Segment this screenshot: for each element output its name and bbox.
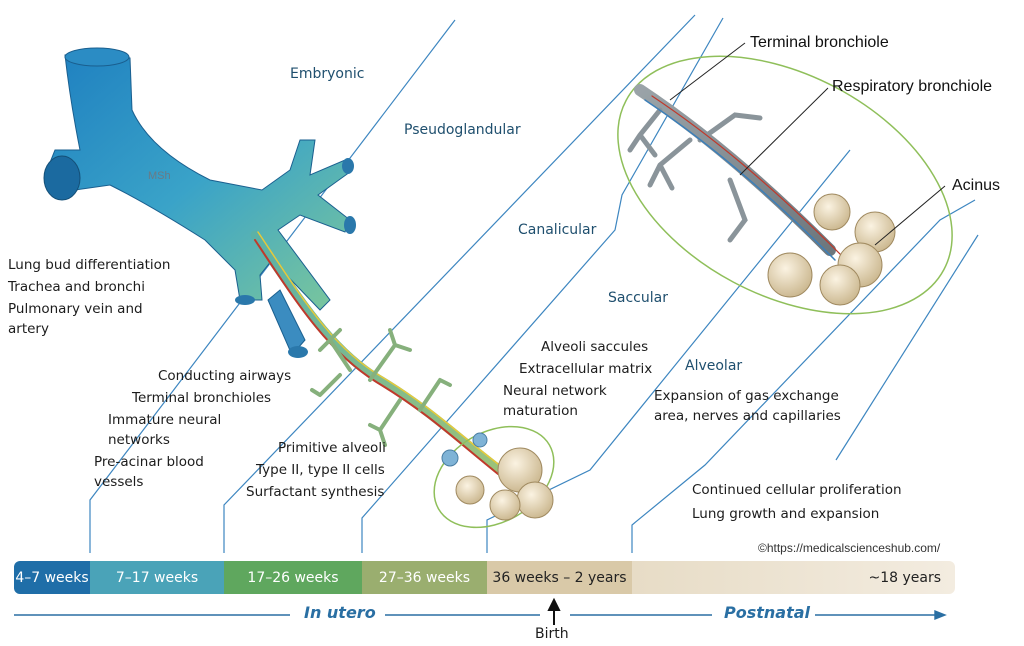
- event-item: networks: [108, 432, 170, 448]
- event-item: Neural network: [503, 383, 607, 399]
- event-item: maturation: [503, 403, 578, 419]
- stage-label-alveolar: Alveolar: [685, 358, 743, 374]
- pseudoglandular-events: Conducting airways Terminal bronchioles …: [94, 366, 300, 494]
- event-item: Lung growth and expansion: [692, 506, 880, 522]
- divider-postnatal: [835, 234, 979, 461]
- event-item: Terminal bronchioles: [132, 390, 272, 406]
- stage-label-pseudoglandular: Pseudoglandular: [404, 122, 521, 138]
- trachea-bronchi: [43, 47, 356, 358]
- birth-label: Birth: [535, 626, 569, 642]
- large-alveoli-cluster: [767, 193, 896, 306]
- timeline-label: 17–26 weeks: [247, 569, 339, 586]
- terminal-bronchiole-illustration: [627, 84, 843, 261]
- timeline-segment-embryonic: 4–7 weeks: [14, 561, 90, 594]
- stage-label-embryonic: Embryonic: [290, 66, 365, 82]
- timeline-label: 4–7 weeks: [15, 569, 89, 586]
- timeline-segment-pseudoglandular: 7–17 weeks: [90, 561, 224, 594]
- leader-terminal-bronchiole: [669, 42, 746, 101]
- acinus-ellipse-small: [433, 425, 555, 529]
- event-item: Surfactant synthesis: [246, 484, 385, 500]
- leader-acinus: [874, 185, 946, 246]
- event-item: Primitive alveoli: [278, 440, 386, 456]
- event-item: Extracellular matrix: [519, 361, 653, 377]
- timeline-label: 36 weeks – 2 years: [492, 569, 627, 586]
- timeline-segment-saccular: 27–36 weeks: [362, 561, 487, 594]
- watermark: MSh: [148, 170, 171, 182]
- timeline-segment-postnatal: ~18 years: [632, 561, 955, 594]
- source-credit: ©https://medicalscienceshub.com/: [758, 541, 941, 555]
- callout-acinus: Acinus: [952, 177, 1001, 194]
- callout-leaders: [669, 42, 946, 246]
- event-item: area, nerves and capillaries: [654, 408, 841, 424]
- canalicular-events: Primitive alveoli Type II, type II cells…: [246, 438, 416, 504]
- event-item: vessels: [94, 474, 144, 490]
- acinus-ellipse-large: [617, 55, 953, 315]
- phase-postnatal: Postnatal: [724, 603, 811, 622]
- event-item: Continued cellular proliferation: [692, 482, 902, 498]
- event-item: Trachea and bronchi: [8, 279, 145, 295]
- event-item: Pre-acinar blood: [94, 454, 204, 470]
- event-item: Pulmonary vein and: [8, 301, 143, 317]
- timeline-label: ~18 years: [868, 569, 941, 586]
- leader-respiratory-bronchiole: [739, 87, 829, 176]
- event-item: artery: [8, 321, 49, 337]
- timeline-segment-canalicular: 17–26 weeks: [224, 561, 362, 594]
- timeline-label: 7–17 weeks: [115, 569, 199, 586]
- postnatal-events: Continued cellular proliferation Lung gr…: [692, 480, 932, 526]
- timeline-segment-alveolar: 36 weeks – 2 years: [487, 561, 632, 594]
- event-item: Alveoli saccules: [541, 339, 649, 355]
- phase-arrows: [14, 609, 947, 621]
- divider-canalicular: [361, 17, 724, 553]
- callout-terminal-bronchiole: Terminal bronchiole: [750, 34, 889, 51]
- event-item: Lung bud differentiation: [8, 257, 171, 273]
- phase-in-utero: In utero: [304, 603, 376, 622]
- divider-pseudoglandular: [223, 14, 696, 553]
- birth-arrow: [547, 597, 561, 625]
- saccular-events: Alveoli saccules Extracellular matrix Ne…: [503, 337, 663, 423]
- event-item: Expansion of gas exchange: [654, 388, 839, 404]
- stage-label-canalicular: Canalicular: [518, 222, 597, 238]
- callout-respiratory-bronchiole: Respiratory bronchiole: [832, 78, 993, 95]
- divider-alveolar: [631, 199, 976, 553]
- stage-label-saccular: Saccular: [608, 290, 668, 306]
- event-item: Type II, type II cells: [256, 462, 385, 478]
- event-item: Immature neural: [108, 412, 222, 428]
- timeline-label: 27–36 weeks: [378, 569, 471, 586]
- small-alveoli-cluster: [441, 432, 554, 521]
- event-item: Conducting airways: [158, 368, 292, 384]
- alveolar-events: Expansion of gas exchange area, nerves a…: [654, 386, 874, 428]
- embryonic-events: Lung bud differentiation Trachea and bro…: [8, 255, 170, 341]
